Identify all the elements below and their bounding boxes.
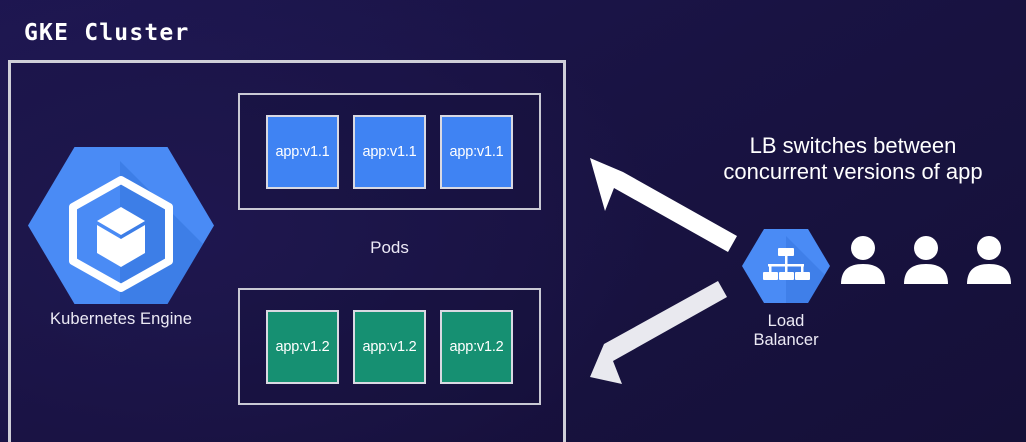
- pod-row-v1-1: app:v1.1 app:v1.1 app:v1.1: [238, 93, 541, 210]
- pods-group: app:v1.1 app:v1.1 app:v1.1 app:v1.2 app:…: [238, 93, 541, 405]
- users-group: [838, 234, 1014, 289]
- arrow-to-v1-2-pods: [590, 281, 727, 384]
- page-title: GKE Cluster: [24, 20, 190, 46]
- pod-row-v1-2: app:v1.2 app:v1.2 app:v1.2: [238, 288, 541, 405]
- kubernetes-engine-label: Kubernetes Engine: [49, 310, 193, 328]
- load-balancer-label: Load Balancer: [742, 312, 830, 351]
- pod-item: app:v1.2: [266, 309, 339, 384]
- callout-text: LB switches between concurrent versions …: [688, 133, 1018, 185]
- pod-item: app:v1.2: [440, 309, 513, 384]
- load-balancer-node: Load Balancer: [742, 227, 830, 351]
- pods-caption: Pods: [370, 238, 409, 257]
- gke-hexagon-icon: [28, 143, 214, 308]
- load-balancer-hexagon-icon: [742, 227, 830, 310]
- callout-line2: concurrent versions of app: [723, 158, 983, 184]
- pod-item: app:v1.1: [440, 114, 513, 189]
- user-icon: [838, 234, 888, 289]
- kubernetes-engine-node: Kubernetes Engine: [28, 143, 214, 343]
- load-balancer-label-line1: Load: [767, 312, 805, 330]
- pod-item: app:v1.1: [266, 114, 339, 189]
- user-icon: [901, 234, 951, 289]
- load-balancer-label-line2: Balancer: [753, 331, 819, 350]
- user-icon: [964, 234, 1014, 289]
- callout-line1: LB switches between: [749, 133, 957, 158]
- pod-item: app:v1.1: [353, 114, 426, 189]
- pod-item: app:v1.2: [353, 309, 426, 384]
